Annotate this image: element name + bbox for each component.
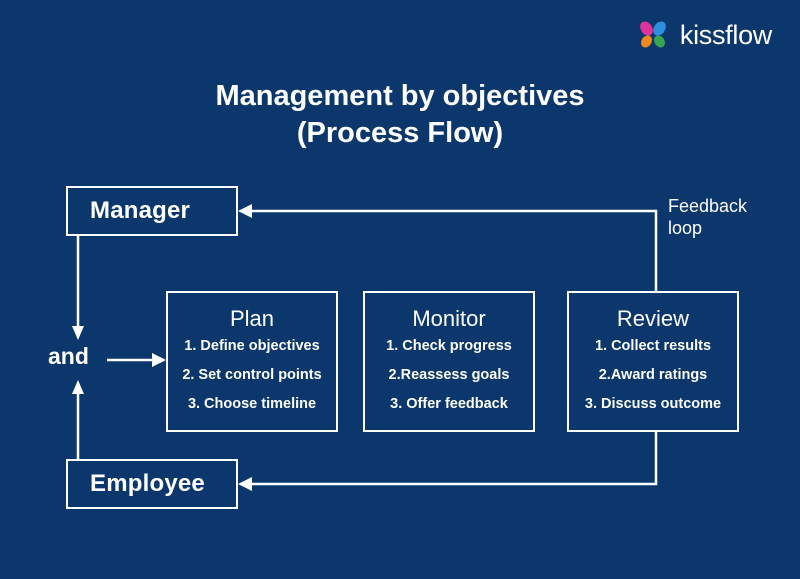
node-employee[interactable]: Employee [66,459,238,509]
node-plan-title: Plan [229,306,275,331]
arrowhead-into-junction-up [72,380,84,394]
list-item: 3. Discuss outcome [584,396,722,413]
node-plan[interactable]: Plan 1. Define objectives 2. Set control… [166,291,338,432]
arrowhead-into-manager [238,204,252,218]
list-item: 2. Set control points [182,367,322,384]
arrowhead-into-employee [238,477,252,491]
feedback-loop-line-2: loop [668,217,703,238]
node-review-title: Review [616,306,690,331]
node-manager[interactable]: Manager [66,186,238,236]
list-item: 1. Collect results [594,338,712,355]
connector-review-to-manager [248,209,658,291]
list-item: 2.Reassess goals [388,367,510,384]
arrowhead-into-junction-down [72,326,84,340]
list-item: 1. Check progress [386,338,512,355]
list-item: 1. Define objectives [184,338,320,355]
node-manager-label: Manager [90,197,191,224]
arrowhead-into-plan [152,353,166,367]
feedback-loop-line-1: Feedback [668,196,748,216]
feedback-loop-label: Feedback loop [668,196,747,240]
junction-label: and [48,343,89,369]
node-monitor-title: Monitor [412,306,486,331]
list-item: 3. Offer feedback [390,396,508,413]
connector-review-to-employee [248,432,658,486]
list-item: 3. Choose timeline [187,396,317,413]
title-line-2: (Process Flow) [296,117,504,150]
node-monitor-list: 1. Check progress 2.Reassess goals 3. Of… [365,338,533,413]
title-line-1: Management by objectives [215,80,585,112]
kissflow-flower-icon [640,21,666,48]
node-monitor[interactable]: Monitor 1. Check progress 2.Reassess goa… [363,291,535,432]
brand-logo: kissflow [636,20,772,50]
list-item: 2.Award ratings [598,367,708,384]
node-review-list: 1. Collect results 2.Award ratings 3. Di… [569,338,737,413]
node-employee-label: Employee [90,470,205,497]
node-review[interactable]: Review 1. Collect results 2.Award rating… [567,291,739,432]
brand-name: kissflow [679,19,772,50]
node-plan-list: 1. Define objectives 2. Set control poin… [168,338,336,413]
page-title: Management by objectives (Process Flow) [0,78,800,152]
